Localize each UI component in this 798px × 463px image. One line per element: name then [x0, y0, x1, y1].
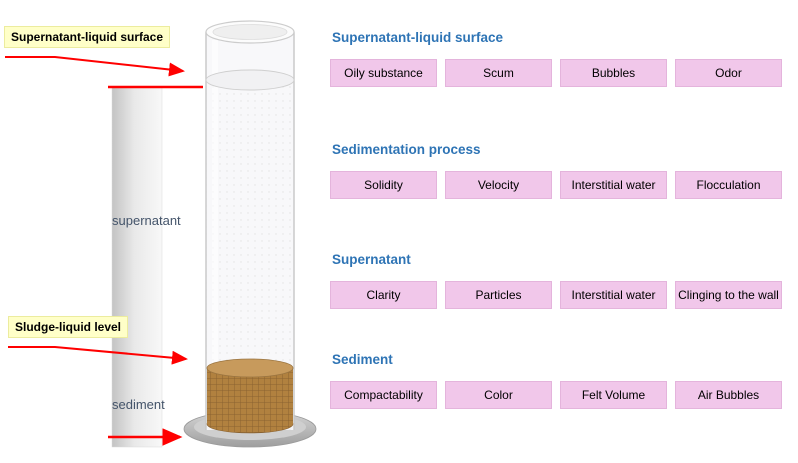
section-items: Solidity Velocity Interstitial water Flo… — [330, 171, 782, 199]
section-title: Supernatant — [332, 252, 411, 267]
item-box: Interstitial water — [560, 281, 667, 309]
section-supernatant: Supernatant Clarity Particles Interstiti… — [330, 252, 782, 309]
sediment-layer — [206, 358, 294, 434]
item-box: Clinging to the wall — [675, 281, 782, 309]
section-items: Clarity Particles Interstitial water Cli… — [330, 281, 782, 309]
item-box: Odor — [675, 59, 782, 87]
section-title: Sediment — [332, 352, 393, 367]
item-box: Flocculation — [675, 171, 782, 199]
section-items: Compactability Color Felt Volume Air Bub… — [330, 381, 782, 409]
surface-callout-arrow — [5, 56, 185, 77]
surface-callout-label: Supernatant-liquid surface — [4, 26, 171, 48]
item-box: Compactability — [330, 381, 437, 409]
section-sediment: Sediment Compactability Color Felt Volum… — [330, 352, 782, 409]
section-supernatant-liquid-surface: Supernatant-liquid surface Oily substanc… — [330, 30, 782, 87]
section-title: Sedimentation process — [332, 142, 481, 157]
liquid-surface — [205, 69, 295, 91]
item-box: Felt Volume — [560, 381, 667, 409]
sludge-callout-label: Sludge-liquid level — [8, 316, 129, 338]
cylinder-mouth — [205, 20, 295, 44]
sludge-callout-arrow — [8, 346, 188, 365]
section-items: Oily substance Scum Bubbles Odor — [330, 59, 782, 87]
section-title: Supernatant-liquid surface — [332, 30, 504, 45]
item-box: Solidity — [330, 171, 437, 199]
item-box: Bubbles — [560, 59, 667, 87]
item-box: Interstitial water — [560, 171, 667, 199]
supernatant-zone-label: supernatant — [112, 213, 181, 228]
item-box: Air Bubbles — [675, 381, 782, 409]
item-box: Color — [445, 381, 552, 409]
item-box: Oily substance — [330, 59, 437, 87]
sediment-zone-label: sediment — [112, 397, 165, 412]
item-box: Velocity — [445, 171, 552, 199]
level-bar — [111, 86, 163, 448]
item-box: Clarity — [330, 281, 437, 309]
item-box: Particles — [445, 281, 552, 309]
section-sedimentation-process: Sedimentation process Solidity Velocity … — [330, 142, 782, 199]
item-box: Scum — [445, 59, 552, 87]
pointer-lines — [5, 56, 203, 446]
